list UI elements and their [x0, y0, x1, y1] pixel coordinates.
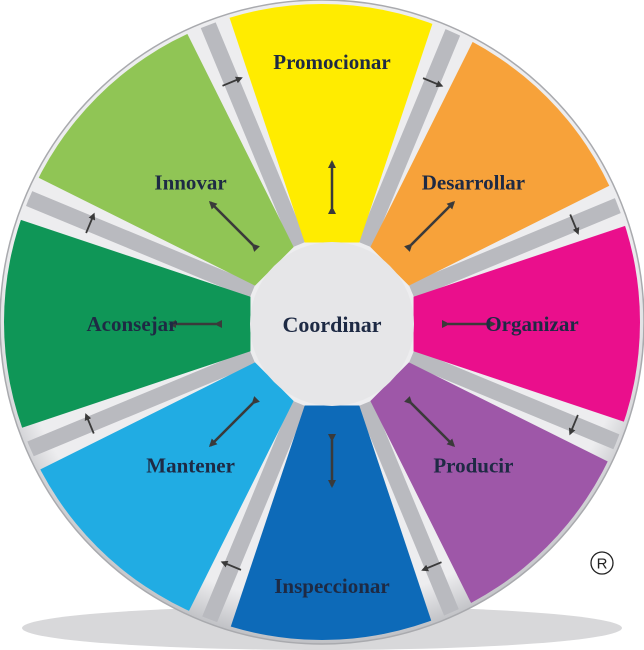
cycle-arrow — [85, 212, 96, 234]
segment-organizar — [413, 218, 640, 430]
hub-link-arrow — [404, 200, 456, 252]
spoke-divider — [408, 349, 640, 459]
spoke-divider — [22, 349, 256, 459]
segment-label-inspeccionar: Inspeccionar — [274, 574, 390, 598]
segment-label-desarrollar: Desarrollar — [422, 171, 525, 195]
segment-label-organizar: Organizar — [485, 312, 578, 336]
segment-label-aconsejar: Aconsejar — [87, 312, 178, 336]
segment-label-innovar: Innovar — [154, 171, 226, 195]
wheel-spokes — [22, 14, 640, 634]
spoke-divider — [22, 189, 256, 299]
hub-link-arrow — [208, 200, 260, 252]
segment-promocionar — [226, 4, 438, 243]
segment-inspeccionar — [226, 405, 438, 640]
center-hub — [250, 242, 414, 406]
cycle-arrow — [569, 214, 580, 235]
cycle-arrow — [84, 413, 95, 434]
spoke-divider — [357, 400, 467, 634]
spoke-divider — [197, 400, 307, 634]
segment-label-mantener: Mantener — [146, 453, 235, 477]
connector-arrows — [84, 76, 580, 572]
registered-trademark-letter: R — [597, 556, 608, 573]
spoke-divider — [357, 14, 467, 248]
segment-label-producir: Producir — [433, 453, 513, 477]
hub-link-arrow — [404, 396, 456, 448]
center-label: Coordinar — [283, 312, 382, 337]
registered-trademark-symbol — [590, 551, 614, 575]
cycle-arrow — [568, 414, 579, 436]
cycle-arrow — [422, 77, 444, 88]
cycle-arrow — [421, 561, 442, 572]
segment-aconsejar — [4, 218, 251, 430]
hub-link-arrow — [208, 396, 260, 448]
cycle-arrow — [222, 76, 243, 87]
segment-labels: PromocionarDesarrollarOrganizarProducirI… — [87, 50, 579, 598]
spoke-divider — [197, 14, 307, 248]
segment-label-promocionar: Promocionar — [273, 50, 390, 74]
cycle-arrow — [220, 560, 242, 571]
spoke-divider — [408, 189, 640, 299]
